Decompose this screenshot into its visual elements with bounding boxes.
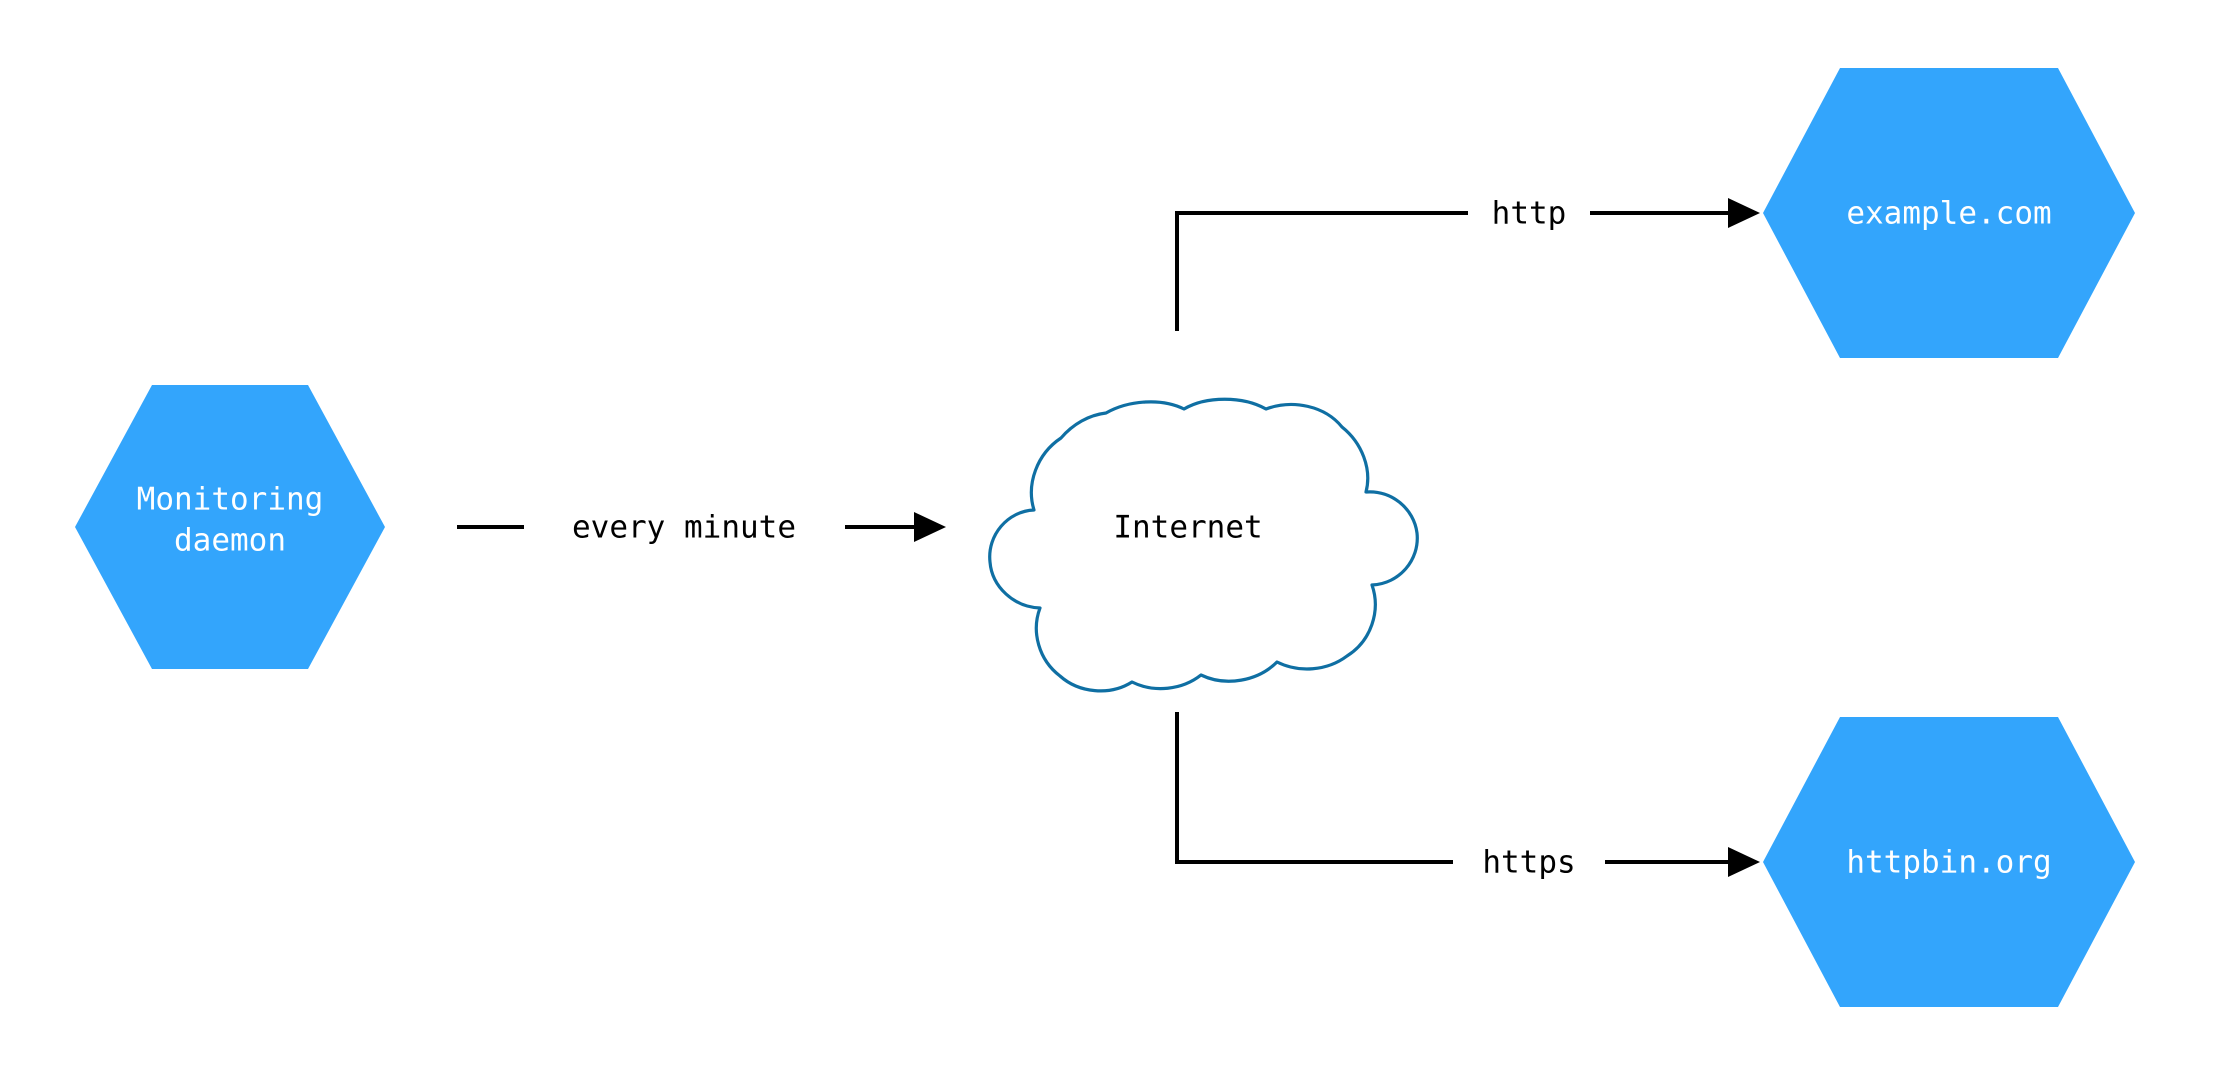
example-com-label: example.com [1846,196,2051,232]
node-example-com[interactable]: example.com [1763,68,2135,358]
edge-daemon-to-internet-arrowhead [914,512,946,542]
edge-label-every-minute: every minute [572,510,796,546]
node-monitoring-daemon[interactable]: Monitoring daemon [75,385,385,669]
internet-cloud-shape [988,397,1419,693]
node-internet[interactable]: Internet [988,397,1419,693]
monitoring-daemon-label-line2: daemon [174,523,286,559]
httpbin-org-label: httpbin.org [1846,845,2051,881]
monitoring-daemon-hexagon [75,385,385,669]
edge-label-http: http [1492,196,1567,232]
edge-internet-to-httpbin[interactable]: https [1175,712,1760,881]
edge-internet-to-httpbin-arrowhead [1728,847,1760,877]
edge-internet-to-example-arrowhead [1728,198,1760,228]
example-com-hexagon [1763,68,2135,358]
node-httpbin-org[interactable]: httpbin.org [1763,717,2135,1007]
edge-label-https: https [1482,845,1575,881]
edge-daemon-to-internet[interactable]: every minute [457,510,946,546]
edge-internet-to-example[interactable]: http [1175,196,1760,332]
httpbin-org-hexagon [1763,717,2135,1007]
internet-label: Internet [1113,510,1262,546]
monitoring-daemon-label-line1: Monitoring [137,482,324,518]
